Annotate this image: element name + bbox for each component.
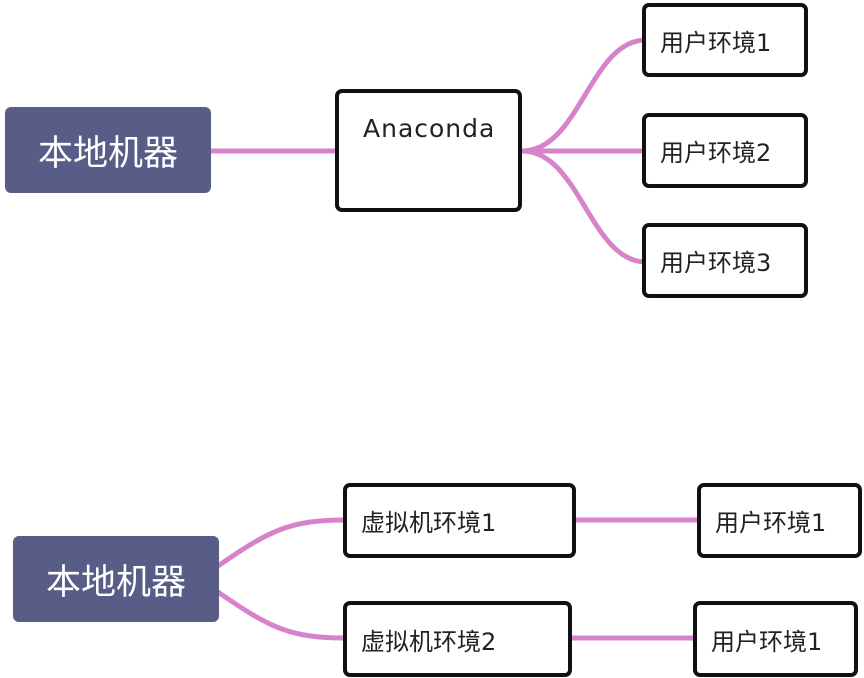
top-user-env-node-2[interactable]: 用户环境2 (642, 113, 808, 188)
vm-env-label-2: 虚拟机环境2 (361, 627, 497, 656)
connector-root-to-vm-env-1 (215, 517, 349, 569)
vm-env-node-2[interactable]: 虚拟机环境2 (343, 601, 572, 677)
top-user-env-label-3: 用户环境3 (660, 249, 772, 277)
bottom-user-env-label-1: 用户环境1 (715, 509, 827, 537)
bottom-root-node[interactable]: 本地机器 (13, 536, 219, 622)
connector-anaconda-to-user-env-1 (519, 37, 649, 154)
bottom-user-env-label-2: 用户环境1 (711, 627, 823, 656)
top-user-env-label-2: 用户环境2 (660, 139, 772, 167)
top-root-label: 本地机器 (37, 133, 178, 174)
connector-anaconda-to-user-env-3 (519, 148, 649, 265)
vm-env-node-1[interactable]: 虚拟机环境1 (343, 483, 576, 558)
top-root-node[interactable]: 本地机器 (5, 107, 211, 193)
connector-root-to-vm-env-2 (215, 589, 349, 641)
bottom-root-label: 本地机器 (45, 562, 186, 603)
bottom-user-env-node-1[interactable]: 用户环境1 (697, 483, 862, 558)
top-user-env-label-1: 用户环境1 (660, 28, 772, 57)
anaconda-node[interactable]: Anaconda (335, 89, 522, 212)
top-user-env-node-1[interactable]: 用户环境1 (642, 3, 808, 77)
anaconda-label: Anaconda (363, 114, 496, 143)
vm-env-label-1: 虚拟机环境1 (361, 509, 497, 537)
bottom-user-env-node-2[interactable]: 用户环境1 (693, 601, 858, 677)
top-user-env-node-3[interactable]: 用户环境3 (642, 223, 808, 298)
